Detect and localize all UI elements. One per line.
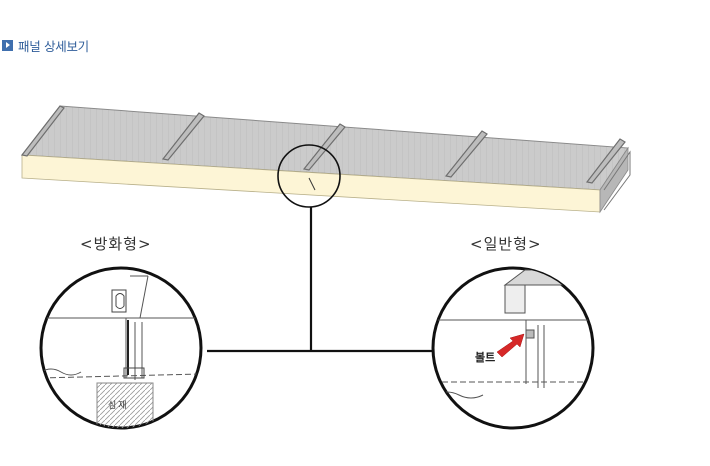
fireproof-label: <방화형>: [80, 235, 152, 253]
core-label: 심재: [108, 401, 129, 411]
callout-lines: [207, 207, 433, 353]
play-square-icon: [2, 39, 13, 51]
section-title: 패널 상세보기: [18, 38, 89, 54]
bolt-label: 볼트: [475, 351, 496, 364]
general-label: <일반형>: [470, 235, 542, 253]
fireproof-detail: [39, 266, 203, 430]
sandwich-panel: [20, 105, 631, 214]
bolt-arrow-icon: [496, 333, 525, 358]
section-header: 패널 상세보기: [2, 37, 89, 54]
general-detail: [431, 266, 595, 430]
joint-highlight-circle: [277, 144, 341, 208]
